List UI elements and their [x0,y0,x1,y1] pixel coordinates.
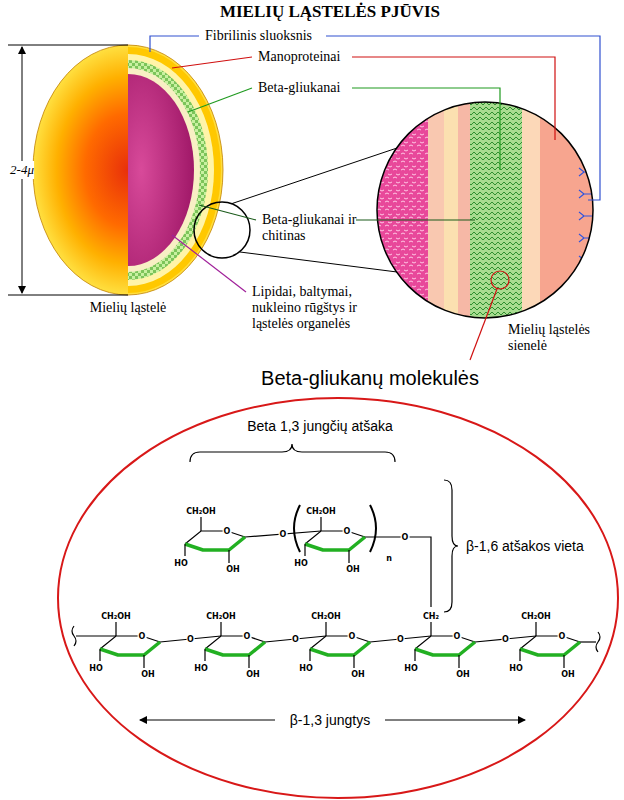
panel-label: β-1,6 atšakos vieta [466,538,584,554]
yeast-cell [33,45,223,295]
atom-label: O [343,527,352,536]
cell-wall [370,95,600,325]
part-label: Manoproteinai [258,49,340,65]
cell-layer [128,60,208,280]
atom-label: CH₂OH [100,612,132,621]
atom-label: O [186,635,195,644]
atom-label: HO [88,664,104,673]
atom-label: O [453,632,462,641]
magnifier-line [240,252,397,272]
caption-label: Mielių ląstelės sienelė [508,322,618,354]
part-label: Lipidai, baltymai, nukleino rūgštys ir l… [252,284,392,332]
leader-line [188,88,252,112]
leader-line [356,219,475,220]
cell-interior [128,74,194,266]
atom-label: O [243,632,252,641]
atom-label: CH₂OH [305,507,337,516]
panel-label: Beta 1,3 jungčių atšaka [247,418,393,434]
leader-line [470,289,497,360]
bracket [190,444,395,462]
atom-label: O [138,632,147,641]
leader-line [326,36,600,200]
dimension-label: 2-4μ [10,161,34,179]
atom-label: CH₂OH [185,507,217,516]
magnifier-circle [194,202,250,258]
cell-wall-outline [377,102,593,318]
leader-line [199,205,256,220]
part-label: Beta-gliukanai [258,80,340,96]
atom-label: O [396,635,405,644]
atom-label: OH [345,565,361,574]
leader-line [172,57,252,68]
atom-label: HO [193,664,209,673]
span-arrow [385,720,525,721]
atom-label: HO [508,664,524,673]
dimension-tick [8,295,128,296]
panel-heading: Beta-gliukanų molekulės [261,366,479,390]
atom-label: HO [403,664,419,673]
leader-line [172,235,246,292]
atom-label: O [558,632,567,641]
atom-label: CH₂OH [310,612,342,621]
glucan-molecule [72,505,600,668]
atom-label: CH₂OH [205,612,237,621]
atom-label: O [348,632,357,641]
atom-label: CH₂OH [520,612,552,621]
atom-label: n [385,554,393,563]
atom-label: O [291,635,300,644]
caption-label: Mielių ląstelė [90,300,167,316]
leader-line [352,57,555,140]
cell-layer [128,47,221,293]
atom-label: O [501,635,510,644]
span-arrow [140,720,275,721]
atom-label: OH [455,670,471,679]
cell-layer [128,54,214,286]
magnifier-line [232,148,397,204]
atom-label: O [279,530,288,539]
molecule-panel: Beta-gliukanų molekulėsBeta 1,3 jungčių … [0,360,624,800]
part-label: Fibrilinis sluoksnis [205,28,312,44]
leader-line [150,36,199,52]
atom-label: HO [173,559,189,568]
atom-label: HO [293,559,309,568]
panel-label: β-1,3 jungtys [290,712,370,728]
atom-label: O [401,533,410,542]
dimension-tick [8,45,128,46]
atom-label: OH [560,670,576,679]
atom-label: CH₂ [422,612,440,621]
part-label: Beta-gliukanai ir chitinas [262,212,362,244]
detail-circle [491,271,509,289]
leader-line [352,88,500,170]
atom-label: OH [140,670,156,679]
diagram-title: MIELIŲ LĄSTELĖS PJŪVIS [130,2,530,22]
atom-label: OH [245,670,261,679]
atom-label: O [223,527,232,536]
atom-label: OH [350,670,366,679]
atom-label: OH [225,565,241,574]
atom-label: HO [298,664,314,673]
bracket [444,480,458,612]
cell-outline [33,45,223,295]
cell-layer [128,68,200,272]
